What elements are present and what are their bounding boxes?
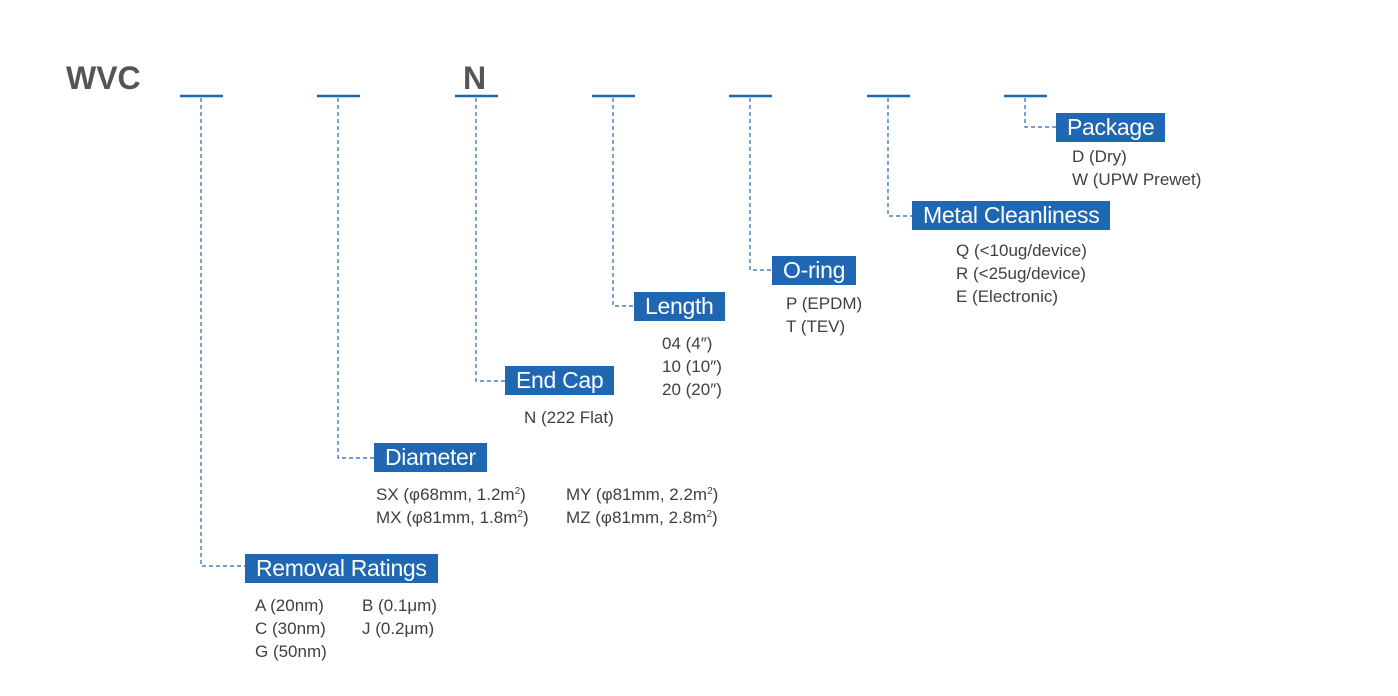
option-c: C (30nm) bbox=[255, 619, 326, 638]
connector-diameter bbox=[337, 98, 374, 459]
fixed-code-n: N bbox=[463, 60, 487, 96]
option-n: N (222 Flat) bbox=[524, 408, 614, 427]
option-r: R (<25ug/device) bbox=[956, 264, 1086, 283]
connector-package bbox=[1024, 98, 1056, 128]
model-prefix: WVC bbox=[66, 60, 141, 96]
length-options: 04 (4″) 10 (10″) 20 (20″) bbox=[662, 332, 722, 401]
removal-ratings-options-col1: A (20nm) C (30nm) G (50nm) bbox=[255, 594, 327, 663]
option-20: 20 (20″) bbox=[662, 380, 722, 399]
option-p: P (EPDM) bbox=[786, 294, 863, 313]
option-q: Q (<10ug/device) bbox=[956, 241, 1087, 260]
option-10: 10 (10″) bbox=[662, 357, 722, 376]
connector-length bbox=[612, 98, 634, 307]
connector-oring bbox=[749, 98, 772, 271]
option-j: J (0.2μm) bbox=[362, 619, 435, 638]
metal-cleanliness-label: Metal Cleanliness bbox=[912, 201, 1111, 230]
option-d: D (Dry) bbox=[1072, 147, 1127, 166]
diameter-options-col2: MY (φ81mm, 2.2m2) MZ (φ81mm, 2.8m2) bbox=[566, 483, 718, 529]
option-e: E (Electronic) bbox=[956, 287, 1059, 306]
option-w: W (UPW Prewet) bbox=[1072, 170, 1202, 189]
option-g: G (50nm) bbox=[255, 642, 327, 661]
package-options: D (Dry) W (UPW Prewet) bbox=[1072, 145, 1201, 191]
length-label: Length bbox=[634, 292, 725, 321]
option-t: T (TEV) bbox=[786, 317, 846, 336]
package-label: Package bbox=[1056, 113, 1166, 142]
connector-removal bbox=[200, 98, 245, 567]
option-sx: SX (φ68mm, 1.2m2) bbox=[376, 485, 526, 504]
removal-ratings-options-col2: B (0.1μm) J (0.2μm) bbox=[362, 594, 437, 640]
diameter-label: Diameter bbox=[374, 443, 487, 472]
removal-ratings-label: Removal Ratings bbox=[245, 554, 438, 583]
diameter-options-col1: SX (φ68mm, 1.2m2) MX (φ81mm, 1.8m2) bbox=[376, 483, 529, 529]
option-b: B (0.1μm) bbox=[362, 596, 437, 615]
option-a: A (20nm) bbox=[255, 596, 324, 615]
connector-endcap bbox=[475, 98, 505, 382]
option-04: 04 (4″) bbox=[662, 334, 713, 353]
end-cap-label: End Cap bbox=[505, 366, 615, 395]
connector-metal bbox=[887, 98, 912, 217]
metal-cleanliness-options: Q (<10ug/device) R (<25ug/device) E (Ele… bbox=[956, 239, 1087, 308]
o-ring-label: O-ring bbox=[772, 256, 857, 285]
end-cap-options: N (222 Flat) bbox=[524, 406, 614, 429]
option-my: MY (φ81mm, 2.2m2) bbox=[566, 485, 719, 504]
option-mx: MX (φ81mm, 1.8m2) bbox=[376, 508, 529, 527]
option-mz: MZ (φ81mm, 2.8m2) bbox=[566, 508, 718, 527]
o-ring-options: P (EPDM) T (TEV) bbox=[786, 292, 862, 338]
